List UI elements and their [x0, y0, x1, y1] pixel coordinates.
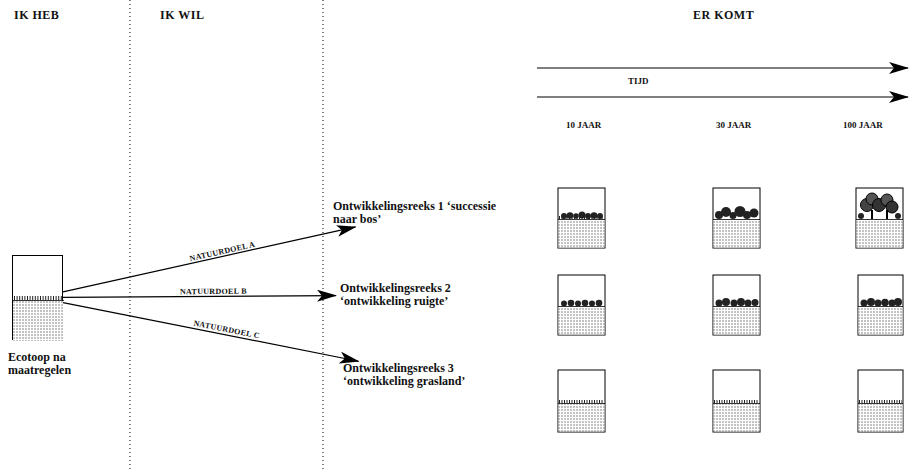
column-heading: IK WIL — [160, 8, 204, 23]
series-label: Ontwikkelingsreeks 2 ‘ontwikkeling ruigt… — [340, 282, 510, 308]
column-heading: ER KOMT — [693, 8, 754, 23]
series-text: Ontwikkelingsreeks 1 ‘successie naar bos… — [333, 200, 503, 226]
time-label: 10 JAAR — [566, 120, 601, 130]
series-text: Ontwikkelingsreeks 2 ‘ontwikkeling ruigt… — [340, 282, 510, 308]
time-arrow — [537, 96, 908, 97]
ecotope-illustration — [13, 256, 64, 341]
column-separator — [323, 0, 324, 470]
series-label: Ontwikkelingsreeks 3 ‘ontwikkeling grasl… — [343, 362, 513, 388]
axis-label: TIJD — [628, 76, 649, 86]
edge-label: NATUURDOEL C — [193, 319, 261, 341]
goal-arrow — [63, 227, 356, 292]
ecotope-panel — [856, 188, 903, 248]
goal-arrow — [63, 303, 359, 362]
time-label: 30 JAAR — [716, 120, 751, 130]
ecotope-panel — [713, 370, 760, 432]
time-label: 100 JAAR — [843, 120, 883, 130]
ecotope-panel — [713, 188, 760, 248]
ecotope-panel — [558, 370, 605, 432]
column-heading: IK HEB — [14, 8, 59, 23]
time-arrow — [537, 67, 908, 68]
ecotope-panel — [858, 370, 903, 432]
ecotope-panel — [558, 188, 605, 248]
ecotope-box: Ecotoop na maatregelen — [12, 255, 63, 340]
edge-label: NATUURDOEL A — [189, 240, 256, 263]
ecotope-panel — [713, 275, 760, 335]
ecotope-panel — [858, 275, 903, 335]
ecotope-panel — [558, 275, 605, 335]
series-label: Ontwikkelingsreeks 1 ‘successie naar bos… — [333, 200, 503, 226]
box-caption: Ecotoop na maatregelen — [8, 351, 118, 377]
series-text: Ontwikkelingsreeks 3 ‘ontwikkeling grasl… — [343, 362, 513, 388]
edge-label: NATUURDOEL B — [180, 287, 247, 296]
column-separator — [130, 0, 131, 470]
